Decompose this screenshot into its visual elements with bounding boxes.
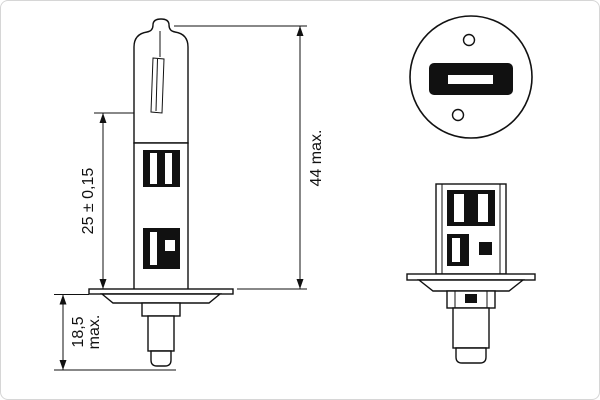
dimension-pin-length: 18,5 max. [54, 294, 176, 371]
arrowhead-up [59, 294, 67, 305]
base-window-upper [143, 150, 180, 187]
contact-slot [448, 75, 493, 84]
flange [88, 288, 234, 304]
glass-envelope [133, 18, 189, 144]
dimension-body-length: 25 ± 0,15 [80, 112, 134, 289]
contact-pin [141, 302, 181, 367]
pin-contact-dot [465, 294, 477, 303]
front-view [406, 183, 536, 364]
side-view [88, 18, 234, 367]
base-window-upper [447, 190, 495, 226]
arrowhead-down [59, 360, 67, 370]
arrowhead-down [296, 279, 304, 289]
dimension-label-18-5-value: 18,5 [70, 316, 87, 347]
arrowhead-up [99, 113, 107, 123]
dimension-overall-length: 44 max. [174, 25, 325, 290]
filament [150, 31, 165, 114]
base-window-lower [143, 228, 180, 269]
dimension-label-25: 25 ± 0,15 [80, 168, 97, 235]
flange [406, 273, 536, 292]
dimension-label-18-5-unit: max. [86, 315, 103, 350]
mounting-hole-top [462, 33, 476, 47]
arrowhead-up [296, 26, 304, 36]
contact-pin [446, 290, 496, 364]
dimension-label-44: 44 max. [308, 130, 325, 187]
arrowhead-down [99, 279, 107, 289]
mounting-hole-bottom [451, 108, 465, 122]
top-view [409, 15, 533, 139]
base-window-lower [447, 234, 492, 266]
